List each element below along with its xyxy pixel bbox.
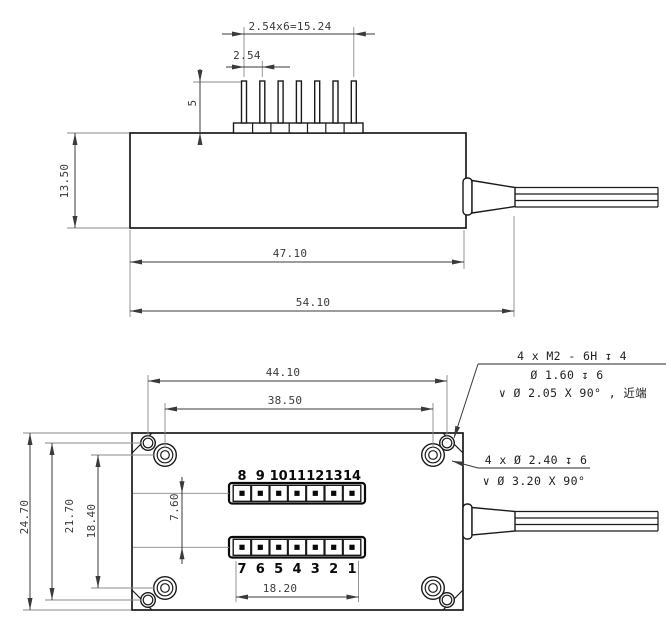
pin: [314, 80, 321, 124]
leader-line: [451, 460, 479, 469]
dim-text: 18.40: [85, 504, 98, 539]
countersunk-holes: [152, 443, 446, 601]
threaded-mounting-holes: [139, 435, 456, 609]
dim-text: 5: [186, 100, 199, 107]
pin-number: 5: [274, 562, 283, 577]
top-view: 2.54x6=15.24 2.54 5 13.50: [58, 20, 659, 317]
connector-row-top: 8 9 10 11 12 13 14: [227, 469, 367, 505]
pin-number: 2: [329, 562, 338, 577]
pin-numbers-bottom-row: 7 6 5 4 3 2 1: [237, 562, 356, 577]
pin-header-strip: [232, 122, 364, 134]
dim-mount-hole-span-v: 21.70: [45, 442, 141, 601]
connector-cells: [232, 484, 362, 502]
strain-relief-boot: [471, 179, 516, 214]
connector-row-bottom: 7 6 5 4 3 2 1: [227, 535, 367, 577]
dim-connector-width: 18.20: [235, 561, 359, 602]
dim-text: 47.10: [273, 247, 308, 260]
fiber-cable: [515, 186, 659, 208]
dim-pin-pitch-total: 2.54x6=15.24: [222, 20, 375, 77]
pin-number: 6: [256, 562, 265, 577]
boot-flange: [462, 503, 473, 540]
dim-mount-hole-span-h: 44.10: [147, 366, 448, 436]
dim-text: 44.10: [266, 366, 301, 379]
pin-number: 8: [237, 469, 246, 484]
pin: [332, 80, 339, 124]
pin: [259, 80, 266, 124]
pin-number: 7: [237, 562, 246, 577]
dim-body-length: 47.10: [129, 230, 465, 317]
strain-relief-boot: [471, 506, 516, 536]
dim-text: 38.50: [268, 394, 303, 407]
module-body-plan: [131, 432, 464, 611]
dim-text: 7.60: [168, 493, 181, 521]
fiber-exit-side: [462, 177, 659, 216]
dim-body-width: 24.70: [18, 432, 131, 611]
callout-text: ∨ Ø 2.05 X 90° , 近端: [499, 386, 647, 400]
callout-text: 4 x Ø 2.40 ↧ 6: [485, 453, 588, 467]
dim-pin-height: 5: [186, 69, 241, 145]
module-body-side: [129, 132, 467, 229]
leader-line: [453, 363, 479, 439]
dim-row-spacing: 7.60: [133, 477, 229, 564]
pin-numbers-top-row: 8 9 10 11 12 13 14: [237, 469, 361, 484]
pin-number: 12: [306, 469, 324, 484]
fiber-exit-plan: [462, 503, 659, 540]
dim-text: 24.70: [18, 500, 31, 535]
pin-number: 4: [292, 562, 301, 577]
pin-number: 11: [288, 469, 306, 484]
pin: [350, 80, 357, 124]
pin-number: 14: [343, 469, 361, 484]
callout-text: Ø 1.60 ↧ 6: [530, 368, 603, 382]
pin-number: 13: [325, 469, 343, 484]
fiber-cable: [515, 510, 659, 532]
dim-text: 13.50: [58, 164, 71, 199]
callout-text: ∨ Ø 3.20 X 90°: [483, 474, 586, 488]
dim-text: 2.54x6=15.24: [248, 20, 331, 33]
pin-number: 1: [347, 562, 356, 577]
boot-flange: [462, 177, 473, 216]
pin: [240, 80, 248, 124]
pin-number: 3: [311, 562, 320, 577]
dim-overall-length: 54.10: [130, 216, 515, 317]
dim-text: 18.20: [263, 582, 298, 595]
dim-countersunk-span-v: 18.40: [85, 454, 154, 589]
dim-body-height: 13.50: [58, 132, 129, 229]
pin-number: 10: [270, 469, 288, 484]
connector-cells: [232, 538, 362, 556]
callout-text: 4 x M2 - 6H ↧ 4: [517, 349, 627, 363]
bottom-view: 8 9 10 11 12 13 14 7 6: [18, 366, 659, 611]
dim-countersunk-span-h: 38.50: [164, 394, 434, 448]
callout-threaded-holes: 4 x M2 - 6H ↧ 4 Ø 1.60 ↧ 6 ∨ Ø 2.05 X 90…: [453, 349, 666, 439]
callout-counterbore-holes: 4 x Ø 2.40 ↧ 6 ∨ Ø 3.20 X 90°: [451, 453, 590, 488]
pin: [277, 80, 284, 124]
pin: [295, 80, 303, 124]
dim-text: 21.70: [63, 499, 76, 534]
dim-text: 2.54: [233, 49, 261, 62]
dim-pin-pitch: 2.54: [226, 49, 290, 77]
pin-number: 9: [256, 469, 265, 484]
dim-text: 54.10: [296, 296, 331, 309]
pins-side-view: [240, 80, 357, 124]
